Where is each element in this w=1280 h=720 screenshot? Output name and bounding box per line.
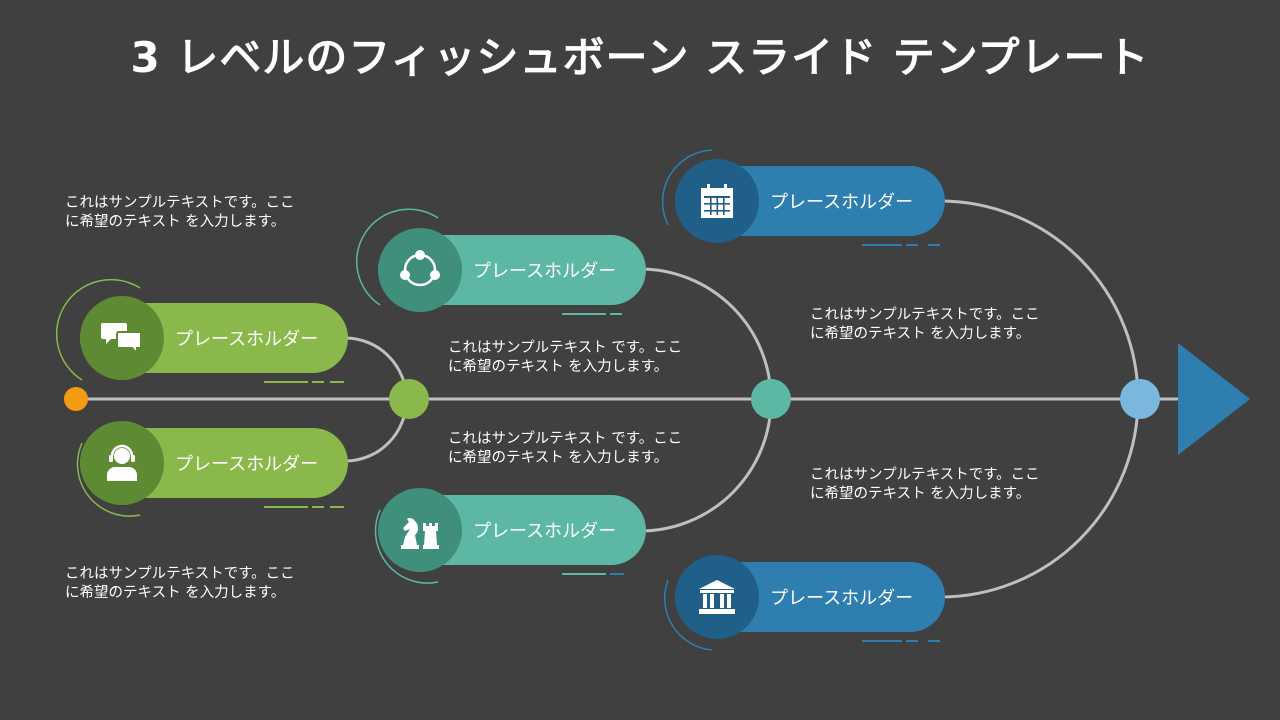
l1-top-underline [264,381,308,383]
start-dot [64,387,88,411]
text-line: に希望のテキスト を入力します。 [810,486,1031,502]
calendar-icon [701,184,733,218]
level1-node [389,379,429,419]
bank-building-icon [699,580,735,614]
l3-top-icon-circle [675,159,759,243]
ring-l3-bottom [663,579,713,651]
text-line: これはサンプルテキスト です。ここ [448,431,683,447]
l1-bottom-label: プレースホルダー [175,454,319,475]
page-title: 3 レベルのフィッシュボーン スライド テンプレート [130,33,1150,82]
text-line: に希望のテキスト を入力します。 [65,585,286,601]
text-line: これはサンプルテキストです。ここ [810,467,1040,483]
text-line: に希望のテキスト を入力します。 [448,359,669,375]
text-line: これはサンプルテキスト です。ここ [448,340,683,356]
l2-top-underline-2 [610,313,622,315]
ring-l3-top [661,149,713,226]
headset-user-icon [107,444,137,481]
l3-top-label: プレースホルダー [770,192,914,213]
ring-l2-bottom [374,509,439,584]
l1-bottom-underline-3 [330,506,344,508]
cycle-nodes-icon [400,250,440,287]
text-level3-bottom: これはサンプルテキストです。ここ に希望のテキスト を入力します。 [810,466,1100,504]
l2-top-underline [562,313,606,315]
l3-bottom-underline [862,640,902,642]
ring-l1-top [55,278,141,381]
text-level2-bottom: これはサンプルテキスト です。ここ に希望のテキスト を入力します。 [448,430,738,468]
chess-pieces-icon [401,517,439,549]
l2-bottom-underline [562,573,606,575]
l3-bottom-underline-3 [928,640,940,642]
text-line: これはサンプルテキストです。ここ [810,307,1040,323]
l2-top-icon-circle [378,228,462,312]
ring-l2-top [355,208,439,306]
l3-bottom-underline-2 [906,640,918,642]
chat-bubbles-icon [101,323,142,356]
text-line: これはサンプルテキストです。ここ [65,566,295,582]
text-level3-top: これはサンプルテキストです。ここ に希望のテキスト を入力します。 [810,306,1100,344]
arrow-head [1178,343,1250,455]
text-line: に希望のテキスト を入力します。 [65,214,286,230]
text-line: これはサンプルテキストです。ここ [65,195,295,211]
text-line: に希望のテキスト を入力します。 [810,326,1031,342]
text-level2-top: これはサンプルテキスト です。ここ に希望のテキスト を入力します。 [448,339,738,377]
level2-node [751,379,791,419]
l3-top-underline [862,244,902,246]
l1-bottom-underline [264,506,308,508]
l1-top-underline-2 [312,381,324,383]
l1-top-icon-circle [80,296,164,380]
l2-bottom-underline-2 [610,573,624,575]
level3-node [1120,379,1160,419]
l2-bottom-icon-circle [378,488,462,572]
l3-top-underline-2 [906,244,918,246]
l1-top-label: プレースホルダー [175,329,319,350]
l3-bottom-label: プレースホルダー [770,588,914,609]
text-line: に希望のテキスト を入力します。 [448,450,669,466]
l3-bottom-icon-circle [675,555,759,639]
l2-top-label: プレースホルダー [473,261,617,282]
ring-l1-bottom [76,442,141,517]
l3-top-underline-3 [928,244,940,246]
l1-bottom-icon-circle [80,421,164,505]
l1-bottom-underline-2 [312,506,324,508]
l2-bottom-label: プレースホルダー [473,521,617,542]
l1-top-underline-3 [330,381,344,383]
text-level1-top: これはサンプルテキストです。ここ に希望のテキスト を入力します。 [65,194,355,232]
text-level1-bottom: これはサンプルテキストです。ここ に希望のテキスト を入力します。 [65,565,355,603]
